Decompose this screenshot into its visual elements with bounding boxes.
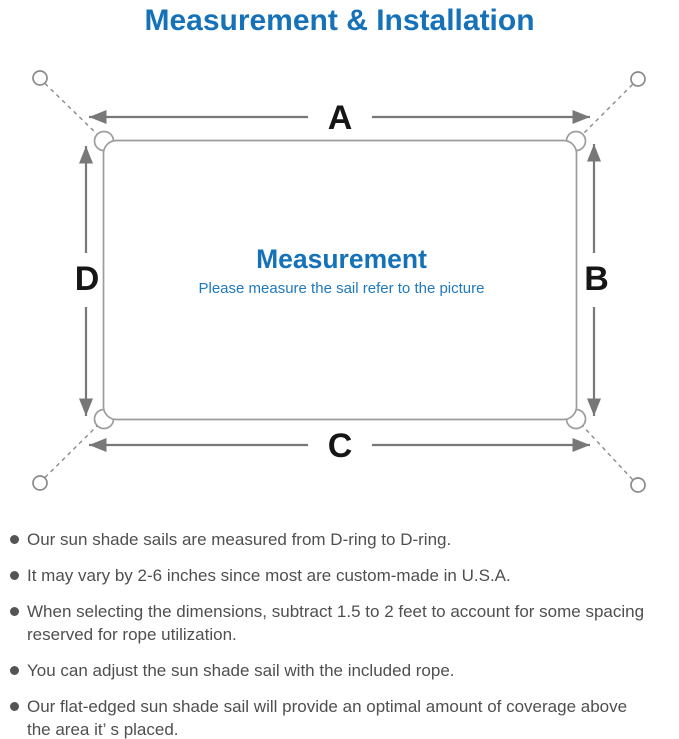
- sail-outline: [102, 139, 578, 421]
- dimension-label-a: A: [328, 99, 353, 137]
- list-item: It may vary by 2-6 inches since most are…: [8, 564, 671, 587]
- bullet-icon: [10, 607, 19, 616]
- note-text: You can adjust the sun shade sail with t…: [27, 661, 455, 680]
- tension-line: [578, 84, 633, 139]
- list-item: When selecting the dimensions, subtract …: [8, 600, 671, 646]
- list-item: You can adjust the sun shade sail with t…: [8, 659, 671, 682]
- dimension-label-c: C: [328, 427, 353, 465]
- note-text: It may vary by 2-6 inches since most are…: [27, 566, 511, 585]
- dimension-arrows: [79, 110, 601, 452]
- tension-lines: [44, 82, 634, 480]
- bullet-icon: [10, 702, 19, 711]
- note-text: When selecting the dimensions, subtract …: [27, 602, 645, 644]
- list-item: Our flat-edged sun shade sail will provi…: [8, 695, 671, 739]
- anchor-ring-icon: [630, 477, 646, 493]
- bullet-icon: [10, 535, 19, 544]
- diagram-center-title: Measurement: [256, 244, 427, 274]
- anchor-rings: [32, 70, 646, 493]
- tension-line: [44, 82, 102, 139]
- anchor-ring-icon: [32, 70, 48, 86]
- tension-line: [578, 421, 634, 480]
- bullet-icon: [10, 666, 19, 675]
- sail-measurement-diagram: A B C D Measurement Please measure the s…: [32, 70, 646, 493]
- page-title: Measurement & Installation: [144, 4, 535, 37]
- notes-list: Our sun shade sails are measured from D-…: [8, 528, 671, 739]
- tension-line: [44, 421, 102, 478]
- anchor-ring-icon: [32, 475, 48, 491]
- note-text: Our sun shade sails are measured from D-…: [27, 530, 452, 549]
- dimension-label-d: D: [75, 260, 100, 298]
- list-item: Our sun shade sails are measured from D-…: [8, 528, 671, 551]
- bullet-icon: [10, 571, 19, 580]
- diagram-center-subtitle: Please measure the sail refer to the pic…: [199, 280, 485, 297]
- note-text: Our flat-edged sun shade sail will provi…: [27, 697, 628, 739]
- dimension-label-b: B: [584, 260, 609, 298]
- anchor-ring-icon: [630, 71, 646, 87]
